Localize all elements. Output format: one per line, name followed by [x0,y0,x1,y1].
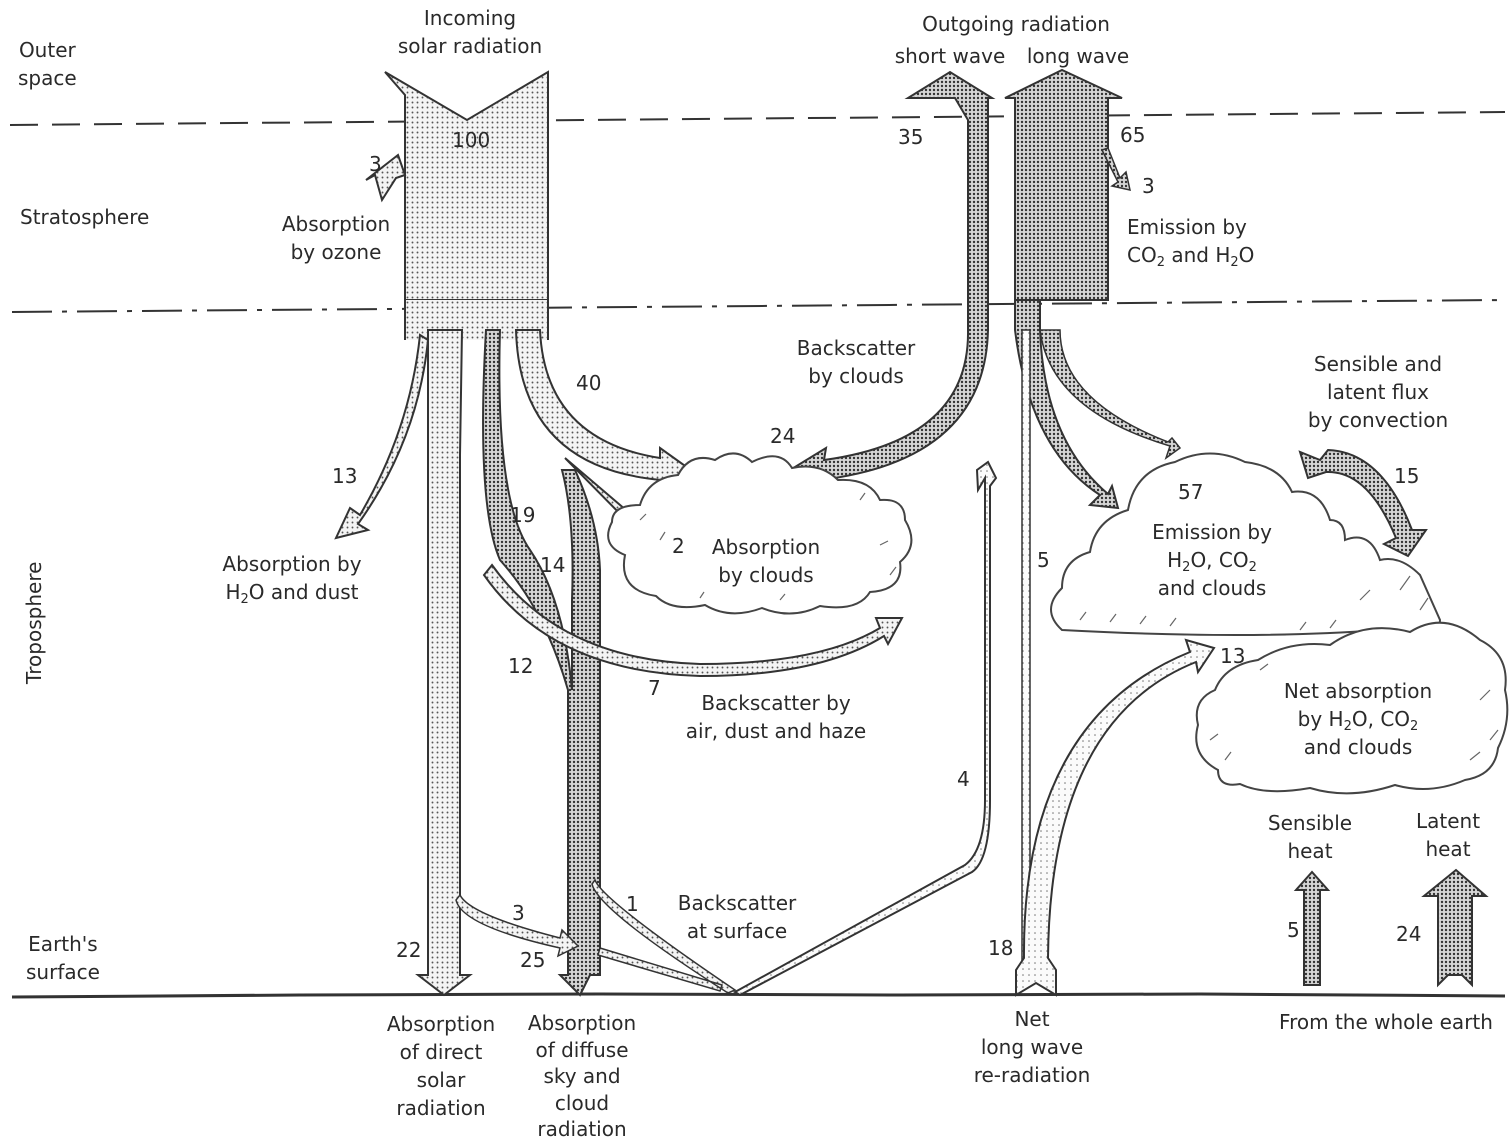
value-surface-backscatter: 4 [957,767,970,791]
value-scatter-14: 14 [540,553,565,577]
value-scatter-12: 12 [508,654,533,678]
sensible-heat-arrow [1296,872,1328,985]
sensible-heat-label: Sensible heat [1268,809,1352,865]
value-strat-emission: 3 [1142,174,1155,198]
whole-earth-label: From the whole earth [1279,1008,1493,1036]
value-diffuse-1: 1 [626,892,639,916]
value-window: 5 [1037,548,1050,572]
incoming-trunk-arrow [385,72,548,300]
direct-solar-arrow [418,330,470,995]
value-net-13: 13 [1220,644,1245,668]
net-longwave-arrow [1016,640,1214,995]
latent-heat-arrow [1424,870,1486,985]
value-scatter-19: 19 [510,503,535,527]
h2o-dust-absorption-label: Absorption by H2O and dust [222,550,361,606]
value-emission-57: 57 [1178,480,1203,504]
value-cloud-backscatter: 24 [770,424,795,448]
value-cloud-absorb: 2 [672,534,685,558]
value-clouds-total: 40 [576,371,601,395]
value-direct: 22 [396,938,421,962]
value-h2o-dust: 13 [332,464,357,488]
value-ozone: 3 [369,152,382,176]
cloud-emission-label: Emission by H2O, CO2 and clouds [1152,518,1272,602]
tropopause-boundary [12,300,1505,312]
value-long-out: 65 [1120,123,1145,147]
net-longwave-label: Net long wave re-radiation [974,1005,1091,1089]
ground-line [12,994,1505,997]
value-incoming: 100 [452,128,490,152]
air-backscatter-label: Backscatter by air, dust and haze [686,689,866,745]
value-diffuse: 25 [520,948,545,972]
h2o-dust-absorption-arrow [336,335,428,538]
direct-absorption-label: Absorption of direct solar radiation [387,1010,495,1122]
cloud-absorption-label: Absorption by clouds [712,533,820,589]
short-wave-label: short wave [895,42,1006,70]
earth-surface-label: Earth's surface [26,930,100,986]
value-diffuse-3: 3 [512,901,525,925]
to-clouds-arrow [516,330,688,492]
latent-heat-label: Latent heat [1416,807,1480,863]
value-convection: 15 [1394,464,1419,488]
value-net-longwave: 18 [988,936,1013,960]
long-wave-label: long wave [1027,42,1129,70]
net-absorption-label: Net absorption by H2O, CO2 and clouds [1284,677,1432,761]
value-sensible: 5 [1287,918,1300,942]
outer-space-boundary [10,112,1505,125]
surface-backscatter-label: Backscatter at surface [678,889,796,945]
incoming-solar-label: Incoming solar radiation [398,4,542,60]
value-air-backscatter: 7 [648,676,661,700]
stratosphere-label: Stratosphere [20,203,149,231]
outer-space-label: Outer space [18,36,77,92]
convection-flux-label: Sensible and latent flux by convection [1308,350,1448,434]
value-latent: 24 [1396,922,1421,946]
ozone-absorption-label: Absorption by ozone [282,210,390,266]
outgoing-radiation-label: Outgoing radiation [922,10,1110,38]
diffuse-absorption-label: Absorption of diffuse sky and cloud radi… [528,1010,636,1143]
short-wave-out-arrow [790,72,992,492]
long-wave-out-arrow [1005,70,1122,300]
value-short-out: 35 [898,125,923,149]
cloud-backscatter-label: Backscatter by clouds [797,334,915,390]
co2-h2o-emission-label: Emission by CO2 and H2O [1127,213,1254,269]
troposphere-label: Troposphere [22,562,46,684]
